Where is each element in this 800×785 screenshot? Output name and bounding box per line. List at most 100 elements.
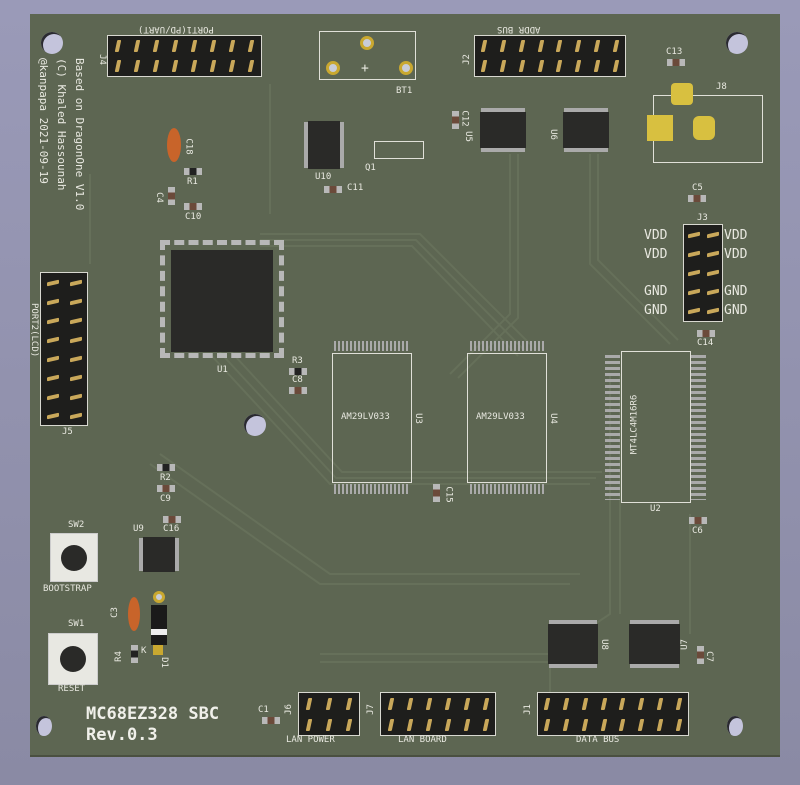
resistor-r3: [289, 368, 307, 375]
chip-u8: [548, 624, 598, 664]
header-j4: [107, 35, 262, 77]
c15-ref: C15: [443, 486, 454, 503]
dram-u2: [621, 351, 691, 503]
header-pin: [499, 60, 507, 72]
pad: [326, 61, 340, 75]
header-pin: [305, 718, 313, 731]
j3-pin-label: VDD: [724, 247, 748, 262]
j6-ref: J6: [283, 704, 294, 715]
reset-switch[interactable]: [48, 633, 98, 685]
header-pin: [229, 60, 236, 72]
header-pin: [69, 317, 82, 324]
pins: [605, 355, 620, 500]
mounting-hole: [727, 716, 743, 736]
u1-ref: U1: [217, 365, 228, 375]
r4-ref: R4: [113, 651, 124, 662]
header-pin: [656, 718, 664, 731]
c7-ref: C7: [703, 651, 714, 662]
capacitor-c9: [157, 485, 175, 492]
header-pin: [562, 697, 570, 710]
resistor-r1: [184, 168, 202, 175]
header-pin: [69, 393, 82, 400]
c13-ref: C13: [666, 47, 683, 57]
qfp-pins: [160, 240, 284, 358]
pad: [153, 645, 163, 655]
flash-u3: [332, 353, 412, 483]
header-pin: [46, 279, 59, 286]
sw2-ref: SW2: [68, 520, 85, 530]
c8-ref: C8: [292, 375, 303, 385]
header-pin: [612, 60, 619, 72]
u3-ref: U3: [412, 413, 423, 424]
header-pin: [706, 231, 719, 238]
header-pin: [463, 718, 470, 731]
header-pin: [46, 355, 59, 362]
c18-ref: C18: [183, 138, 194, 155]
c4-ref: C4: [153, 192, 164, 203]
u4-ref: U4: [547, 413, 558, 424]
c14-ref: C14: [697, 338, 714, 348]
j5-ref: J5: [62, 427, 73, 437]
header-pin: [518, 40, 526, 52]
header-pin: [687, 231, 700, 238]
header-pin: [69, 412, 82, 419]
capacitor-c7: [697, 646, 704, 664]
u9-ref: U9: [133, 524, 144, 534]
header-pin: [69, 298, 82, 305]
capacitor-c10: [184, 203, 202, 210]
bt1-ref: BT1: [396, 86, 413, 96]
header-pin: [482, 697, 489, 710]
header-pin: [687, 288, 700, 296]
header-pin: [171, 60, 179, 72]
header-j2: [474, 35, 626, 77]
pad: [647, 115, 673, 141]
header-pin: [675, 718, 682, 731]
header-j1: [537, 692, 689, 736]
header-pin: [706, 250, 719, 258]
chip-u6: [563, 112, 609, 148]
header-pin: [425, 718, 432, 731]
pins: [470, 484, 546, 494]
bootstrap-switch[interactable]: [50, 533, 98, 582]
capacitor-c4: [168, 187, 175, 205]
j2-label: ADDR BUS: [497, 24, 541, 34]
header-pin: [305, 697, 313, 710]
capacitor-c6: [689, 517, 707, 524]
header-pin: [69, 355, 82, 362]
j3-pin-label: GND: [644, 284, 668, 299]
capacitor-c1: [262, 717, 280, 724]
header-pin: [574, 40, 582, 52]
header-pin: [133, 40, 140, 52]
c5-ref: C5: [692, 183, 703, 193]
header-pin: [114, 40, 121, 52]
header-pin: [481, 60, 488, 72]
r2-ref: R2: [160, 473, 171, 483]
j5-label: PORT2(LCD): [29, 303, 39, 358]
header-pin: [593, 40, 601, 52]
header-pin: [190, 60, 198, 72]
header-pin: [656, 697, 664, 710]
header-pin: [406, 718, 413, 731]
header-pin: [675, 697, 682, 710]
c1-ref: C1: [258, 705, 269, 715]
pad: [360, 36, 374, 50]
button-cap: [61, 544, 87, 571]
mounting-hole: [41, 32, 63, 54]
board-title: MC68EZ328 SBC: [86, 704, 220, 724]
j8-ref: J8: [716, 82, 727, 92]
header-pin: [499, 40, 507, 52]
u8-ref: U8: [598, 639, 609, 650]
c16-ref: C16: [163, 524, 180, 534]
header-pin: [687, 308, 700, 315]
capacitor-c12: [452, 111, 459, 129]
button-cap: [60, 646, 86, 672]
u3-text: AM29LV033: [341, 412, 390, 422]
header-pin: [114, 60, 121, 72]
resistor-r2: [157, 464, 175, 471]
header-pin: [706, 288, 719, 296]
header-pin: [593, 60, 601, 72]
header-pin: [248, 60, 255, 72]
pad: [693, 116, 715, 140]
header-pin: [581, 697, 589, 710]
j7-ref: J7: [365, 704, 376, 715]
